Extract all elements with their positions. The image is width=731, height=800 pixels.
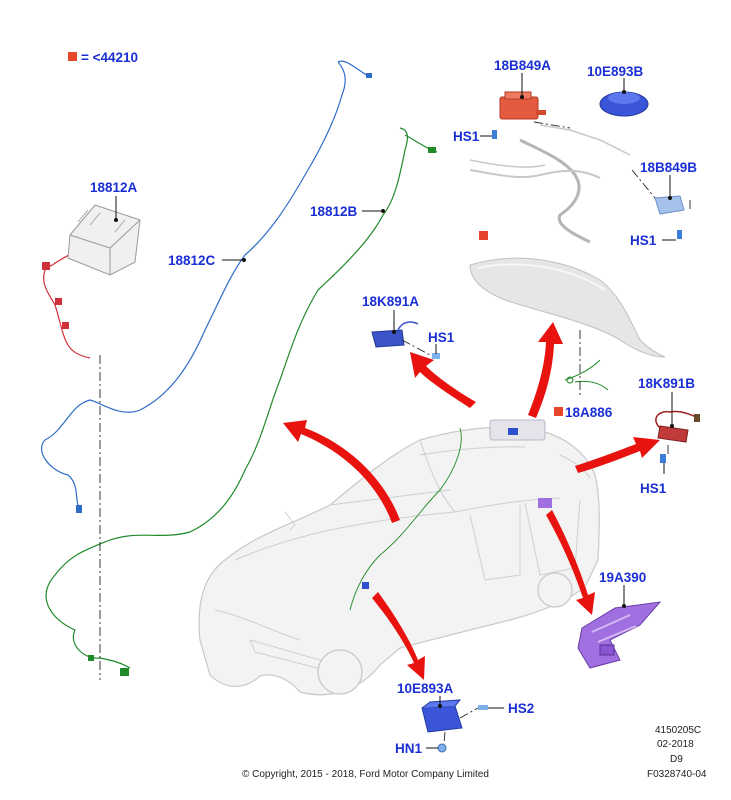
- connector-icon: [62, 322, 69, 329]
- legend-marker: [479, 231, 488, 240]
- screw-icon: [432, 353, 440, 359]
- label-18812B: 18812B: [310, 204, 358, 219]
- connector-icon: [76, 505, 82, 513]
- arrow-icon: [283, 420, 400, 523]
- leader-lines: [114, 73, 676, 749]
- label-18B849B: 18B849B: [640, 160, 697, 175]
- arrow-icon: [546, 510, 595, 615]
- label-18A886: 18A886: [565, 405, 613, 420]
- arrow-icon: [372, 592, 425, 680]
- screw-icon: [492, 130, 497, 139]
- liftgate-panel: [469, 257, 666, 358]
- harness-vehicle: [349, 427, 462, 611]
- roof-module-icon: [508, 428, 518, 435]
- label-10E893B: 10E893B: [587, 64, 644, 79]
- label-hs1-d: HS1: [640, 481, 667, 496]
- rear-module-icon: [538, 498, 552, 508]
- module-18812A: [67, 204, 141, 276]
- label-hs1-b: HS1: [630, 233, 657, 248]
- connector-icon: [88, 655, 94, 661]
- footer-copyright: © Copyright, 2015 - 2018, Ford Motor Com…: [242, 769, 489, 780]
- connector-icon: [366, 73, 372, 78]
- screw-icon: [478, 705, 488, 710]
- arrow-icon: [575, 437, 660, 473]
- footer-figure: F0328740-04: [647, 769, 707, 780]
- footer-rev: D9: [670, 754, 683, 765]
- label-10E893A: 10E893A: [397, 681, 454, 696]
- legend-text: = <44210: [81, 50, 138, 65]
- label-18K891A: 18K891A: [362, 294, 419, 309]
- callout-arrows: [283, 322, 660, 680]
- module-18B849B: [654, 195, 685, 215]
- label-18K891B: 18K891B: [638, 376, 695, 391]
- screw-icon: [660, 454, 666, 463]
- module-10E893A: [421, 705, 463, 733]
- module-19A390: [577, 601, 662, 669]
- harness-18B849: [519, 138, 591, 244]
- label-hs1-a: HS1: [453, 129, 480, 144]
- connector-icon: [42, 262, 50, 270]
- label-hn1: HN1: [395, 741, 422, 756]
- label-hs1-c: HS1: [428, 330, 455, 345]
- front-module-icon: [362, 582, 369, 589]
- harness-18A886: [564, 359, 609, 391]
- legend-marker: [68, 52, 77, 61]
- footer-date: 02-2018: [657, 739, 694, 750]
- module-18B849A: [499, 91, 546, 120]
- module-18K891B: [657, 425, 689, 443]
- connector-icon: [120, 668, 129, 676]
- arrow-icon: [410, 352, 476, 408]
- connector-icon: [694, 414, 700, 422]
- harness-18812C: [40, 61, 346, 511]
- arrow-icon: [528, 322, 563, 418]
- label-18812C: 18812C: [168, 253, 216, 268]
- vehicle-body: [198, 426, 600, 696]
- footer-code: 4150205C: [655, 725, 701, 736]
- screw-icon: [677, 230, 682, 239]
- connector-icon: [428, 147, 436, 153]
- nut-icon: [437, 743, 447, 753]
- label-18812A: 18812A: [90, 180, 138, 195]
- label-19A390: 19A390: [599, 570, 646, 585]
- label-hs2: HS2: [508, 701, 534, 716]
- connector-icon: [55, 298, 62, 305]
- legend-marker: [554, 407, 563, 416]
- module-18K891A: [371, 329, 405, 348]
- label-18B849A: 18B849A: [494, 58, 551, 73]
- harness-18812B: [45, 127, 408, 669]
